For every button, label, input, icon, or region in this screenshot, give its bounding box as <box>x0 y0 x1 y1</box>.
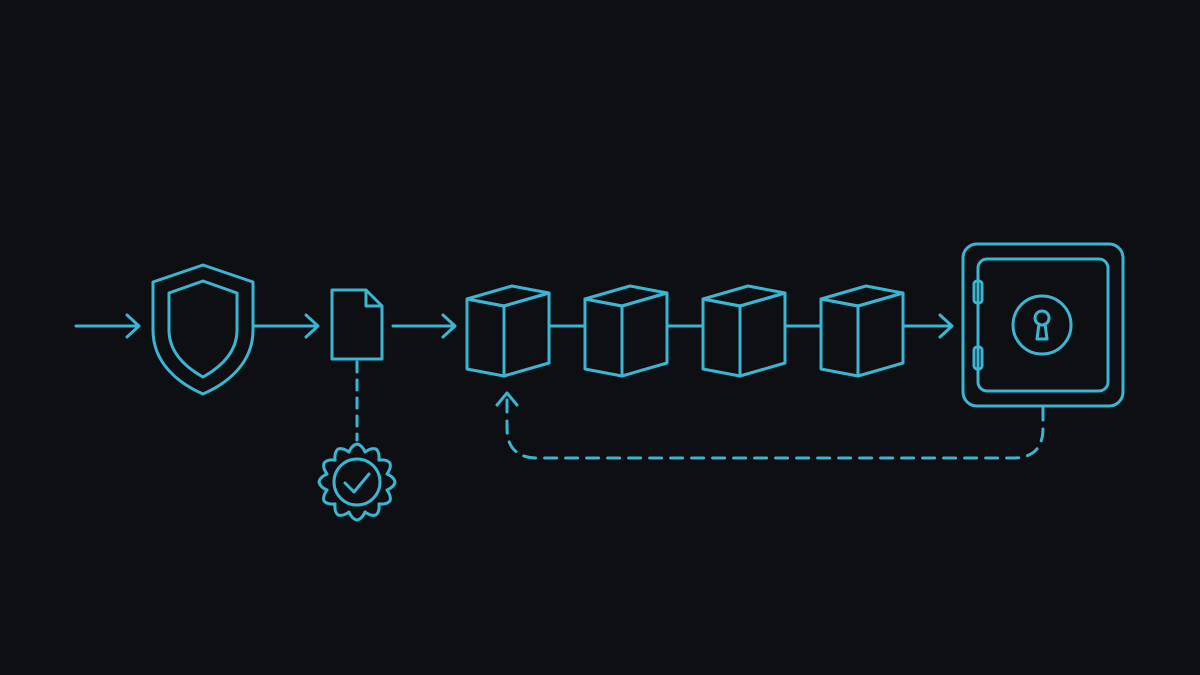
safe-vault-icon <box>961 242 1125 408</box>
document-icon <box>330 288 384 361</box>
arrow-block-4-to-vault <box>901 313 954 339</box>
arrow-document-to-block-1 <box>391 313 457 339</box>
cube-icon-block-4 <box>819 284 905 378</box>
cube-icon-block-1 <box>465 284 551 378</box>
keyhole-icon <box>1033 309 1051 341</box>
arrow-shield-to-document <box>252 313 320 339</box>
entry-arrow <box>74 313 141 339</box>
cube-icon-block-2 <box>583 284 669 378</box>
cube-icon-block-3 <box>701 284 787 378</box>
verified-badge-icon <box>317 442 397 522</box>
feedback-dashed-arrow <box>495 391 1045 460</box>
shield-icon <box>151 263 255 396</box>
